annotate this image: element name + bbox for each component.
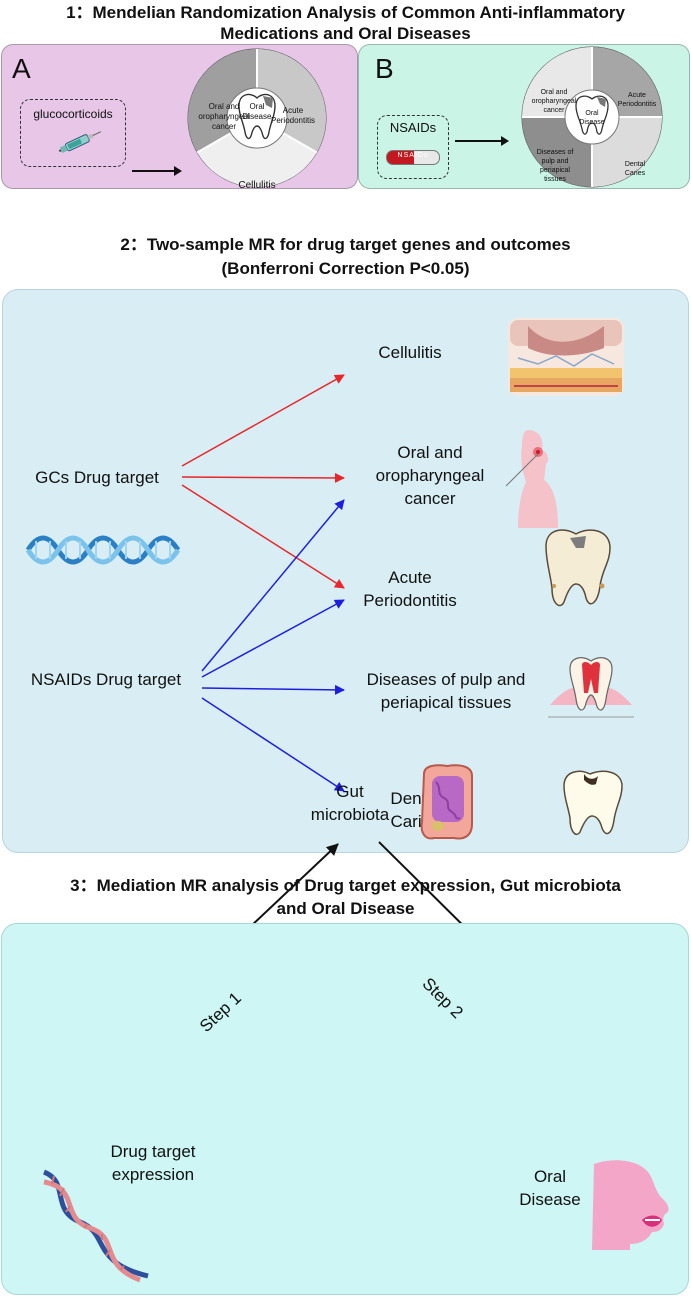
dna-helix-icon [42, 1169, 149, 1283]
nsaids-box: NSAIDs NSAIDs [377, 115, 449, 179]
gcs-drug-target-label: GCs Drug target [35, 468, 159, 487]
nsaids-arrow-periodontitis [201, 599, 345, 678]
outcome-cellulitis: Cellulitis [378, 343, 442, 362]
skin-cellulitis-icon [508, 318, 624, 396]
head-profile-icon [592, 1160, 669, 1250]
outcome-cancer: Oral and oropharyngeal cancer [375, 443, 485, 508]
panel-b-segment-pulp: Diseases of pulp and periapical tissues [536, 149, 574, 183]
outcome-pulp: Diseases of pulp and periapical tissues [366, 670, 526, 712]
section2-title-line2: (Bonferroni Correction P<0.05) [221, 259, 470, 278]
tooth-pulp-icon [548, 657, 634, 718]
glucocorticoids-label: glucocorticoids [33, 107, 113, 121]
gcs-arrow-cellulitis [181, 374, 345, 467]
throat-cancer-icon [505, 430, 558, 528]
panel-a: A glucocorticoids Oral Disease Oral [1, 44, 358, 191]
drug-target-expression-label: Drug target expression [110, 1142, 196, 1184]
pill-label: NSAIDs [397, 152, 429, 159]
tooth-periodontitis-icon [545, 529, 611, 607]
gcs-arrow-cancer [181, 472, 345, 483]
panel-b-segment-caries: Dental Caries [624, 161, 646, 177]
oral-disease-label: Oral Disease [519, 1167, 581, 1209]
panel-a-center-label: Oral Disease [242, 102, 272, 121]
section1-title-line1: 1：Mendelian Randomization Analysis of Co… [66, 3, 625, 22]
panel-b-segment-cancer: Oral and oropharyngeal cancer [531, 89, 577, 114]
panel-a-segment-periodontitis: Acute Periodontitis [270, 106, 316, 125]
panel-a-segment-cancer: Oral and oropharyngeal cancer [198, 102, 250, 131]
panel-mediation [1, 923, 689, 1295]
gut-icon [420, 764, 473, 840]
arrow-a [132, 166, 182, 176]
gut-microbiota-label: Gut microbiota [310, 782, 390, 824]
nsaids-arrow-caries [201, 697, 345, 792]
glucocorticoids-box: glucocorticoids [20, 99, 126, 167]
syringe-icon [58, 131, 102, 154]
tooth-caries-icon [563, 770, 623, 836]
section3-title-line2: and Oral Disease [276, 899, 415, 918]
nsaids-arrow-cancer [201, 499, 345, 672]
section3-title-line1: 3：Mediation MR analysis of Drug target e… [70, 876, 621, 895]
panel-b-segment-periodontitis: Acute Periodontitis [617, 92, 657, 108]
pill-icon: NSAIDs [386, 150, 440, 165]
outcome-periodontitis: Acute Periodontitis [363, 568, 457, 610]
panel-b: B NSAIDs NSAIDs Oral Disease Oral and or… [358, 44, 690, 189]
section1-title-line2: Medications and Oral Diseases [220, 24, 471, 43]
arrow-b [455, 136, 509, 146]
oral-disease-wheel-b [521, 46, 663, 188]
gcs-arrow-periodontitis [181, 484, 345, 589]
panel-a-segment-cellulitis: Cellulitis [238, 180, 276, 191]
nsaids-drug-target-label: NSAIDs Drug target [30, 670, 182, 689]
panel-b-center-label: Oral Disease [579, 110, 605, 126]
oral-disease-wheel-a [187, 48, 327, 188]
nsaids-arrow-pulp [201, 684, 345, 695]
nsaids-label: NSAIDs [389, 120, 437, 135]
panel-b-letter: B [375, 53, 394, 84]
dna-icon [25, 535, 181, 565]
section2-title-line1: 2：Two-sample MR for drug target genes an… [120, 235, 571, 254]
panel-a-letter: A [12, 53, 31, 84]
